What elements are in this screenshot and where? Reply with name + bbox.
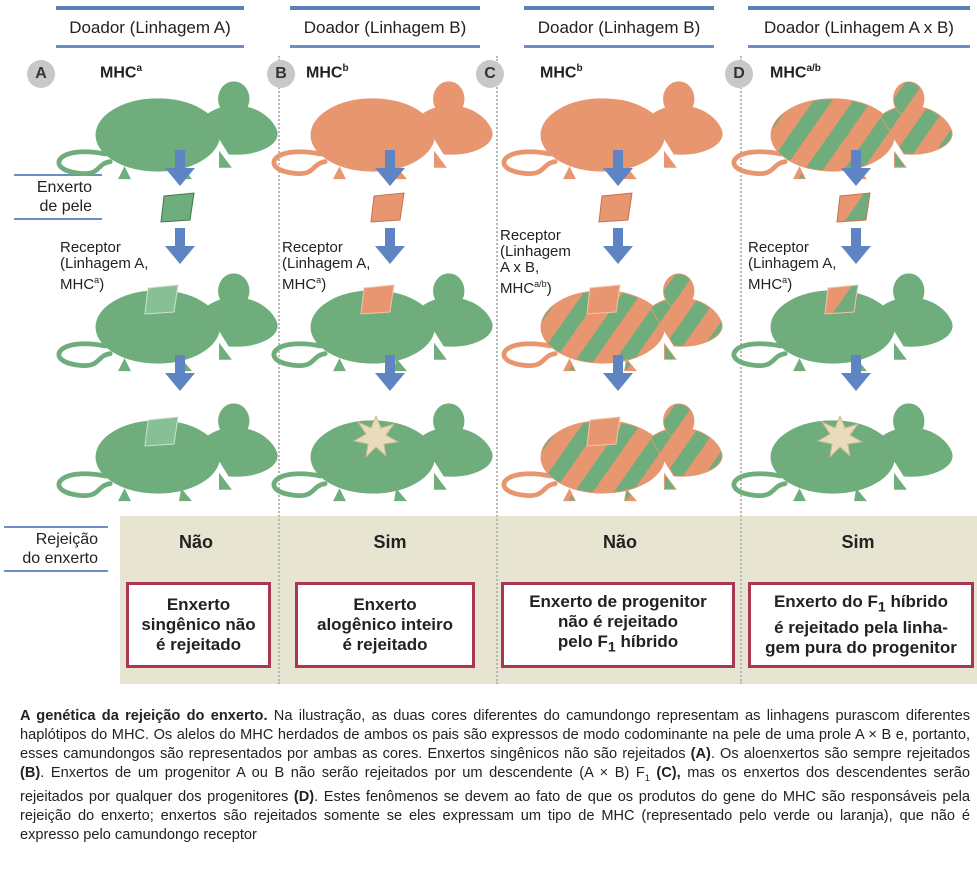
donor-label: Doador (Linhagem B): [303, 17, 467, 37]
mhc-label-a: MHCa: [100, 63, 142, 82]
donor-header-d: Doador (Linhagem A x B): [748, 6, 970, 48]
result-d: Sim: [841, 532, 875, 552]
outcome-box-b: Enxerto alogênico inteiro é rejeitado: [295, 582, 475, 668]
result-a: Não: [178, 532, 213, 552]
graft-piece: [598, 192, 633, 223]
graft-rejection-label: Rejeição do enxerto: [4, 526, 108, 572]
result-b: Sim: [373, 532, 407, 552]
graft-piece: [160, 192, 195, 223]
down-arrow-icon: [841, 228, 871, 264]
donor-mouse-a: [59, 82, 277, 179]
receptor-label-c: Receptor (Linhagem A x B, MHCa/b): [500, 227, 571, 297]
donor-header-c: Doador (Linhagem B): [524, 6, 714, 48]
graft-patch: [144, 284, 179, 315]
panel-badge-c: C: [476, 60, 504, 88]
mhc-label-c: MHCb: [540, 63, 583, 82]
outcome-box-a: Enxerto singênico não é rejeitado: [126, 582, 271, 668]
donor-label: Doador (Linhagem B): [537, 17, 701, 37]
caption-title: A genética da rejeição do enxerto.: [20, 708, 268, 724]
figure-caption: A genética da rejeição do enxerto. Na il…: [20, 708, 971, 843]
outcome-mouse-d: [734, 404, 952, 501]
down-arrow-icon: [165, 228, 195, 264]
graft-patch: [144, 416, 179, 447]
outcome-box-c: Enxerto de progenitor não é rejeitado pe…: [501, 582, 735, 668]
down-arrow-icon: [375, 228, 405, 264]
graft-patch: [586, 416, 621, 447]
mhc-label-d: MHCa/b: [770, 63, 821, 82]
outcome-box-d: Enxerto do F1 híbrido é rejeitado pela l…: [748, 582, 974, 668]
column-divider: [740, 56, 742, 684]
donor-header-b: Doador (Linhagem B): [290, 6, 480, 48]
receptor-label-a: Receptor (Linhagem A, MHCa): [60, 239, 149, 293]
mhc-label-b: MHCb: [306, 63, 349, 82]
panel-badge-a: A: [27, 60, 55, 88]
donor-label: Doador (Linhagem A): [69, 17, 231, 37]
graft-piece: [836, 192, 871, 223]
donor-mouse-c: [504, 82, 722, 179]
graft-patch: [586, 284, 621, 315]
skin-graft-label: Enxerto de pele: [14, 174, 102, 220]
panel-badge-d: D: [725, 60, 753, 88]
donor-mouse-d: [734, 82, 952, 179]
graft-patch: [824, 284, 859, 315]
graft-piece: [370, 192, 405, 223]
donor-label: Doador (Linhagem A x B): [764, 17, 954, 37]
column-divider: [278, 56, 280, 684]
receptor-label-b: Receptor (Linhagem A, MHCa): [282, 239, 371, 293]
panel-badge-b: B: [267, 60, 295, 88]
graft-patch: [360, 284, 395, 315]
donor-header-a: Doador (Linhagem A): [56, 6, 244, 48]
donor-mouse-b: [274, 82, 492, 179]
down-arrow-icon: [603, 228, 633, 264]
column-divider: [496, 56, 498, 684]
result-c: Não: [602, 532, 637, 552]
receptor-label-d: Receptor (Linhagem A, MHCa): [748, 239, 837, 293]
